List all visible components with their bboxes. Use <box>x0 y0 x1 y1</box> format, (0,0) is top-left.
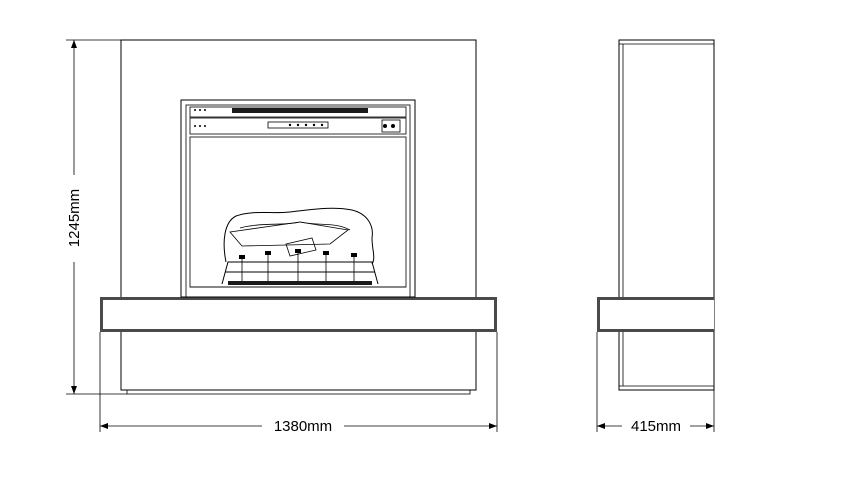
front-hearth-shelf-face <box>103 300 494 329</box>
firebox-inner-frame <box>185 104 411 298</box>
side-surround-panel <box>618 39 715 391</box>
depth-dimension: 415mm <box>596 332 715 435</box>
side-view <box>597 39 715 391</box>
height-label: 1245mm <box>66 189 83 247</box>
width-dimension: 1380mm <box>99 332 498 435</box>
side-hearth-shelf-face <box>600 300 714 329</box>
fire-grate <box>221 249 379 285</box>
control-switch <box>381 119 401 133</box>
height-dimension: 1245mm <box>66 39 127 395</box>
heater-vent-bar <box>232 108 368 113</box>
log-pile <box>223 207 375 265</box>
front-view <box>100 39 497 395</box>
front-surround-panel <box>120 39 477 391</box>
depth-label: 415mm <box>631 418 681 435</box>
width-label: 1380mm <box>274 418 332 435</box>
ember-bed <box>228 281 372 285</box>
control-display <box>267 121 329 129</box>
front-base-foot <box>126 389 471 395</box>
control-buttons <box>194 109 395 128</box>
control-strip <box>189 106 407 118</box>
control-panel <box>189 117 407 135</box>
